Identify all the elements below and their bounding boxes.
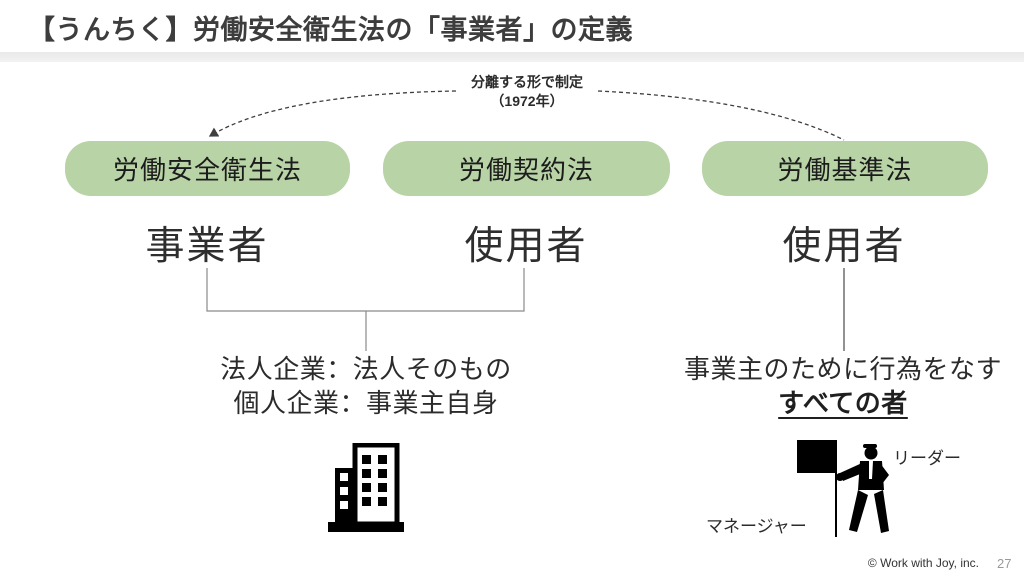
page-number: 27 xyxy=(997,556,1012,571)
page-title: 【うんちく】労働安全衛生法の「事業者」の定義 xyxy=(28,15,633,45)
dashed-arc-left xyxy=(208,90,457,137)
building-icon xyxy=(326,442,406,535)
dashed-arc-right xyxy=(597,90,845,141)
separation-note: 分離する形で制定 （1972年） xyxy=(421,73,633,111)
law-box-contract-act: 労働契約法 xyxy=(383,141,670,196)
flag-bearer-icon xyxy=(790,437,896,539)
law-box-standards-act: 労働基準法 xyxy=(702,141,988,196)
leader-label: リーダー xyxy=(893,449,961,468)
separation-note-line1: 分離する形で制定 xyxy=(471,74,583,90)
separation-note-line2: （1972年） xyxy=(490,93,564,109)
bracket-left-pair xyxy=(206,268,525,312)
law-box-safety-health-act: 労働安全衛生法 xyxy=(65,141,350,196)
definition-right-line1: 事業主のために行為をなす xyxy=(683,354,1002,384)
role-label-jigyosha: 事業者 xyxy=(145,225,269,268)
definition-left-line2: 個人企業：事業主自身 xyxy=(233,388,499,418)
role-label-shiyousha-contract: 使用者 xyxy=(464,225,588,268)
copyright-text: © Work with Joy, inc. xyxy=(867,556,979,570)
title-divider xyxy=(0,52,1024,62)
definition-left: 法人企業：法人そのもの 個人企業：事業主自身 xyxy=(186,352,546,420)
definition-right: 事業主のために行為をなす すべての者 xyxy=(663,352,1023,420)
manager-label: マネージャー xyxy=(706,517,807,536)
role-label-shiyousha-standards: 使用者 xyxy=(782,225,906,268)
definition-left-line1: 法人企業：法人そのもの xyxy=(220,354,512,384)
definition-right-line2: すべての者 xyxy=(778,388,908,418)
